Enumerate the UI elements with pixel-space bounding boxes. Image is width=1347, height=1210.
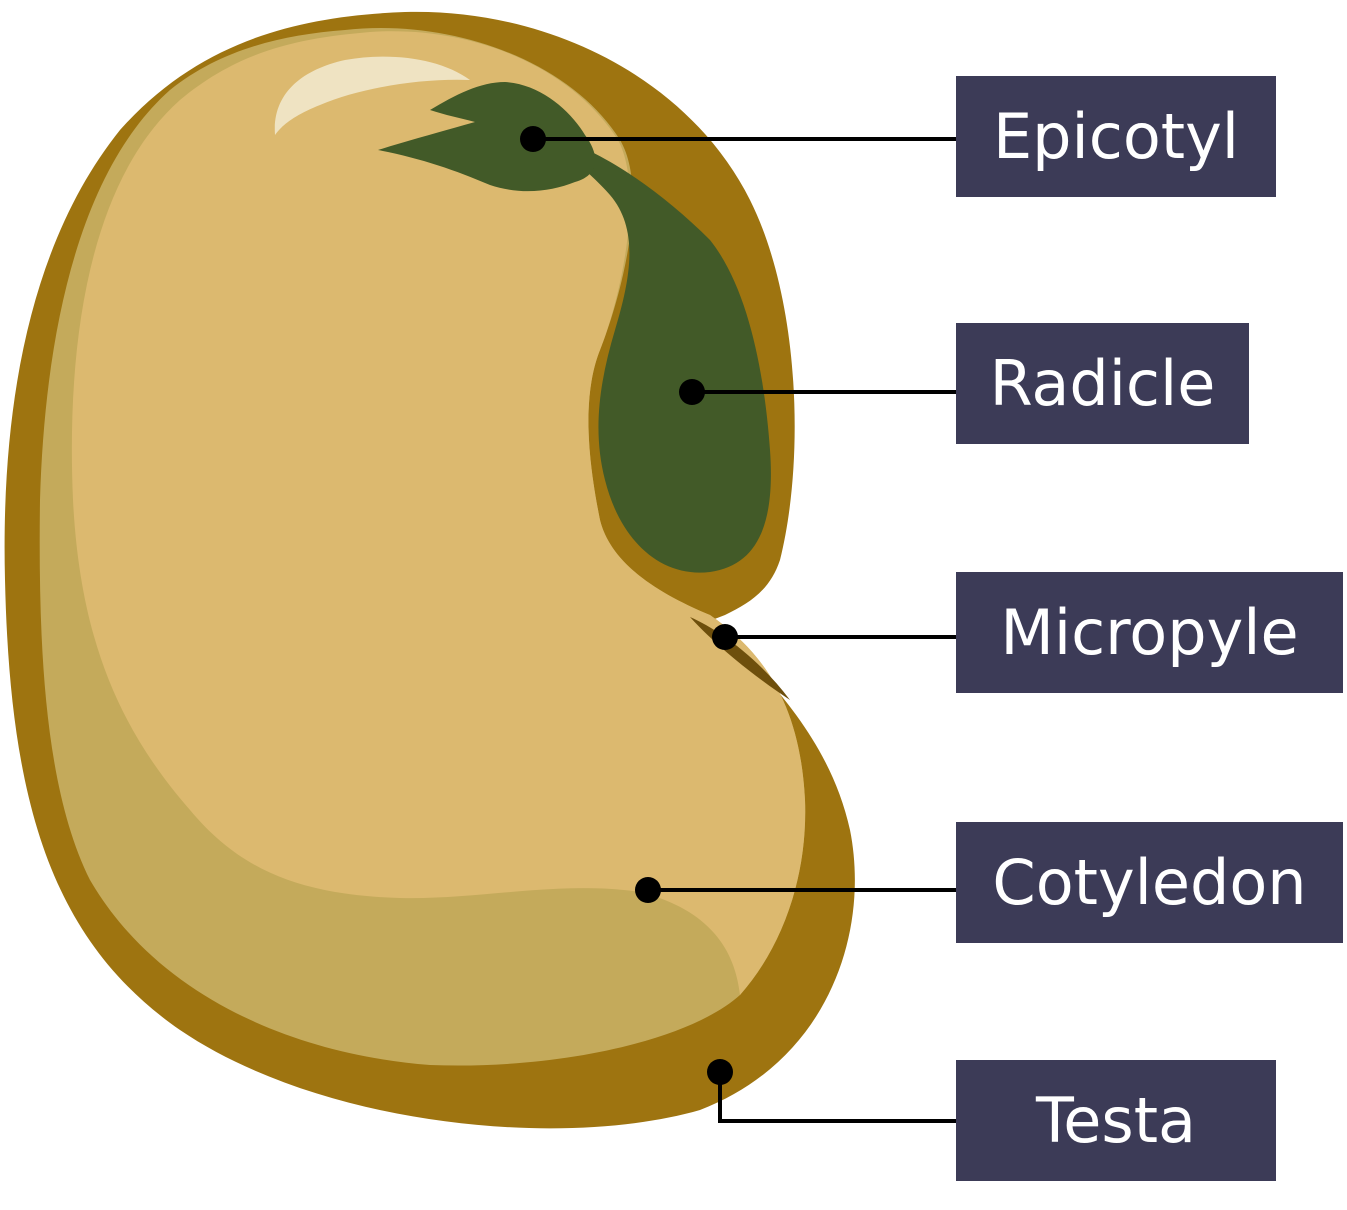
cotyledon-dot: [635, 877, 661, 903]
epicotyl-dot: [520, 126, 546, 152]
micropyle-dot: [712, 624, 738, 650]
testa-leader: [718, 1072, 956, 1123]
testa-dot: [707, 1059, 733, 1085]
epicotyl-shape: [378, 82, 596, 192]
cotyledon-label: Cotyledon: [956, 822, 1343, 943]
micropyle-label: Micropyle: [956, 572, 1343, 693]
radicle-shape: [560, 140, 771, 573]
radicle-label: Radicle: [956, 323, 1249, 444]
cotyledon-face: [71, 31, 806, 995]
epicotyl-label: Epicotyl: [956, 76, 1276, 197]
testa-label: Testa: [956, 1060, 1276, 1181]
radicle-dot: [679, 379, 705, 405]
highlight-shape: [274, 56, 470, 136]
